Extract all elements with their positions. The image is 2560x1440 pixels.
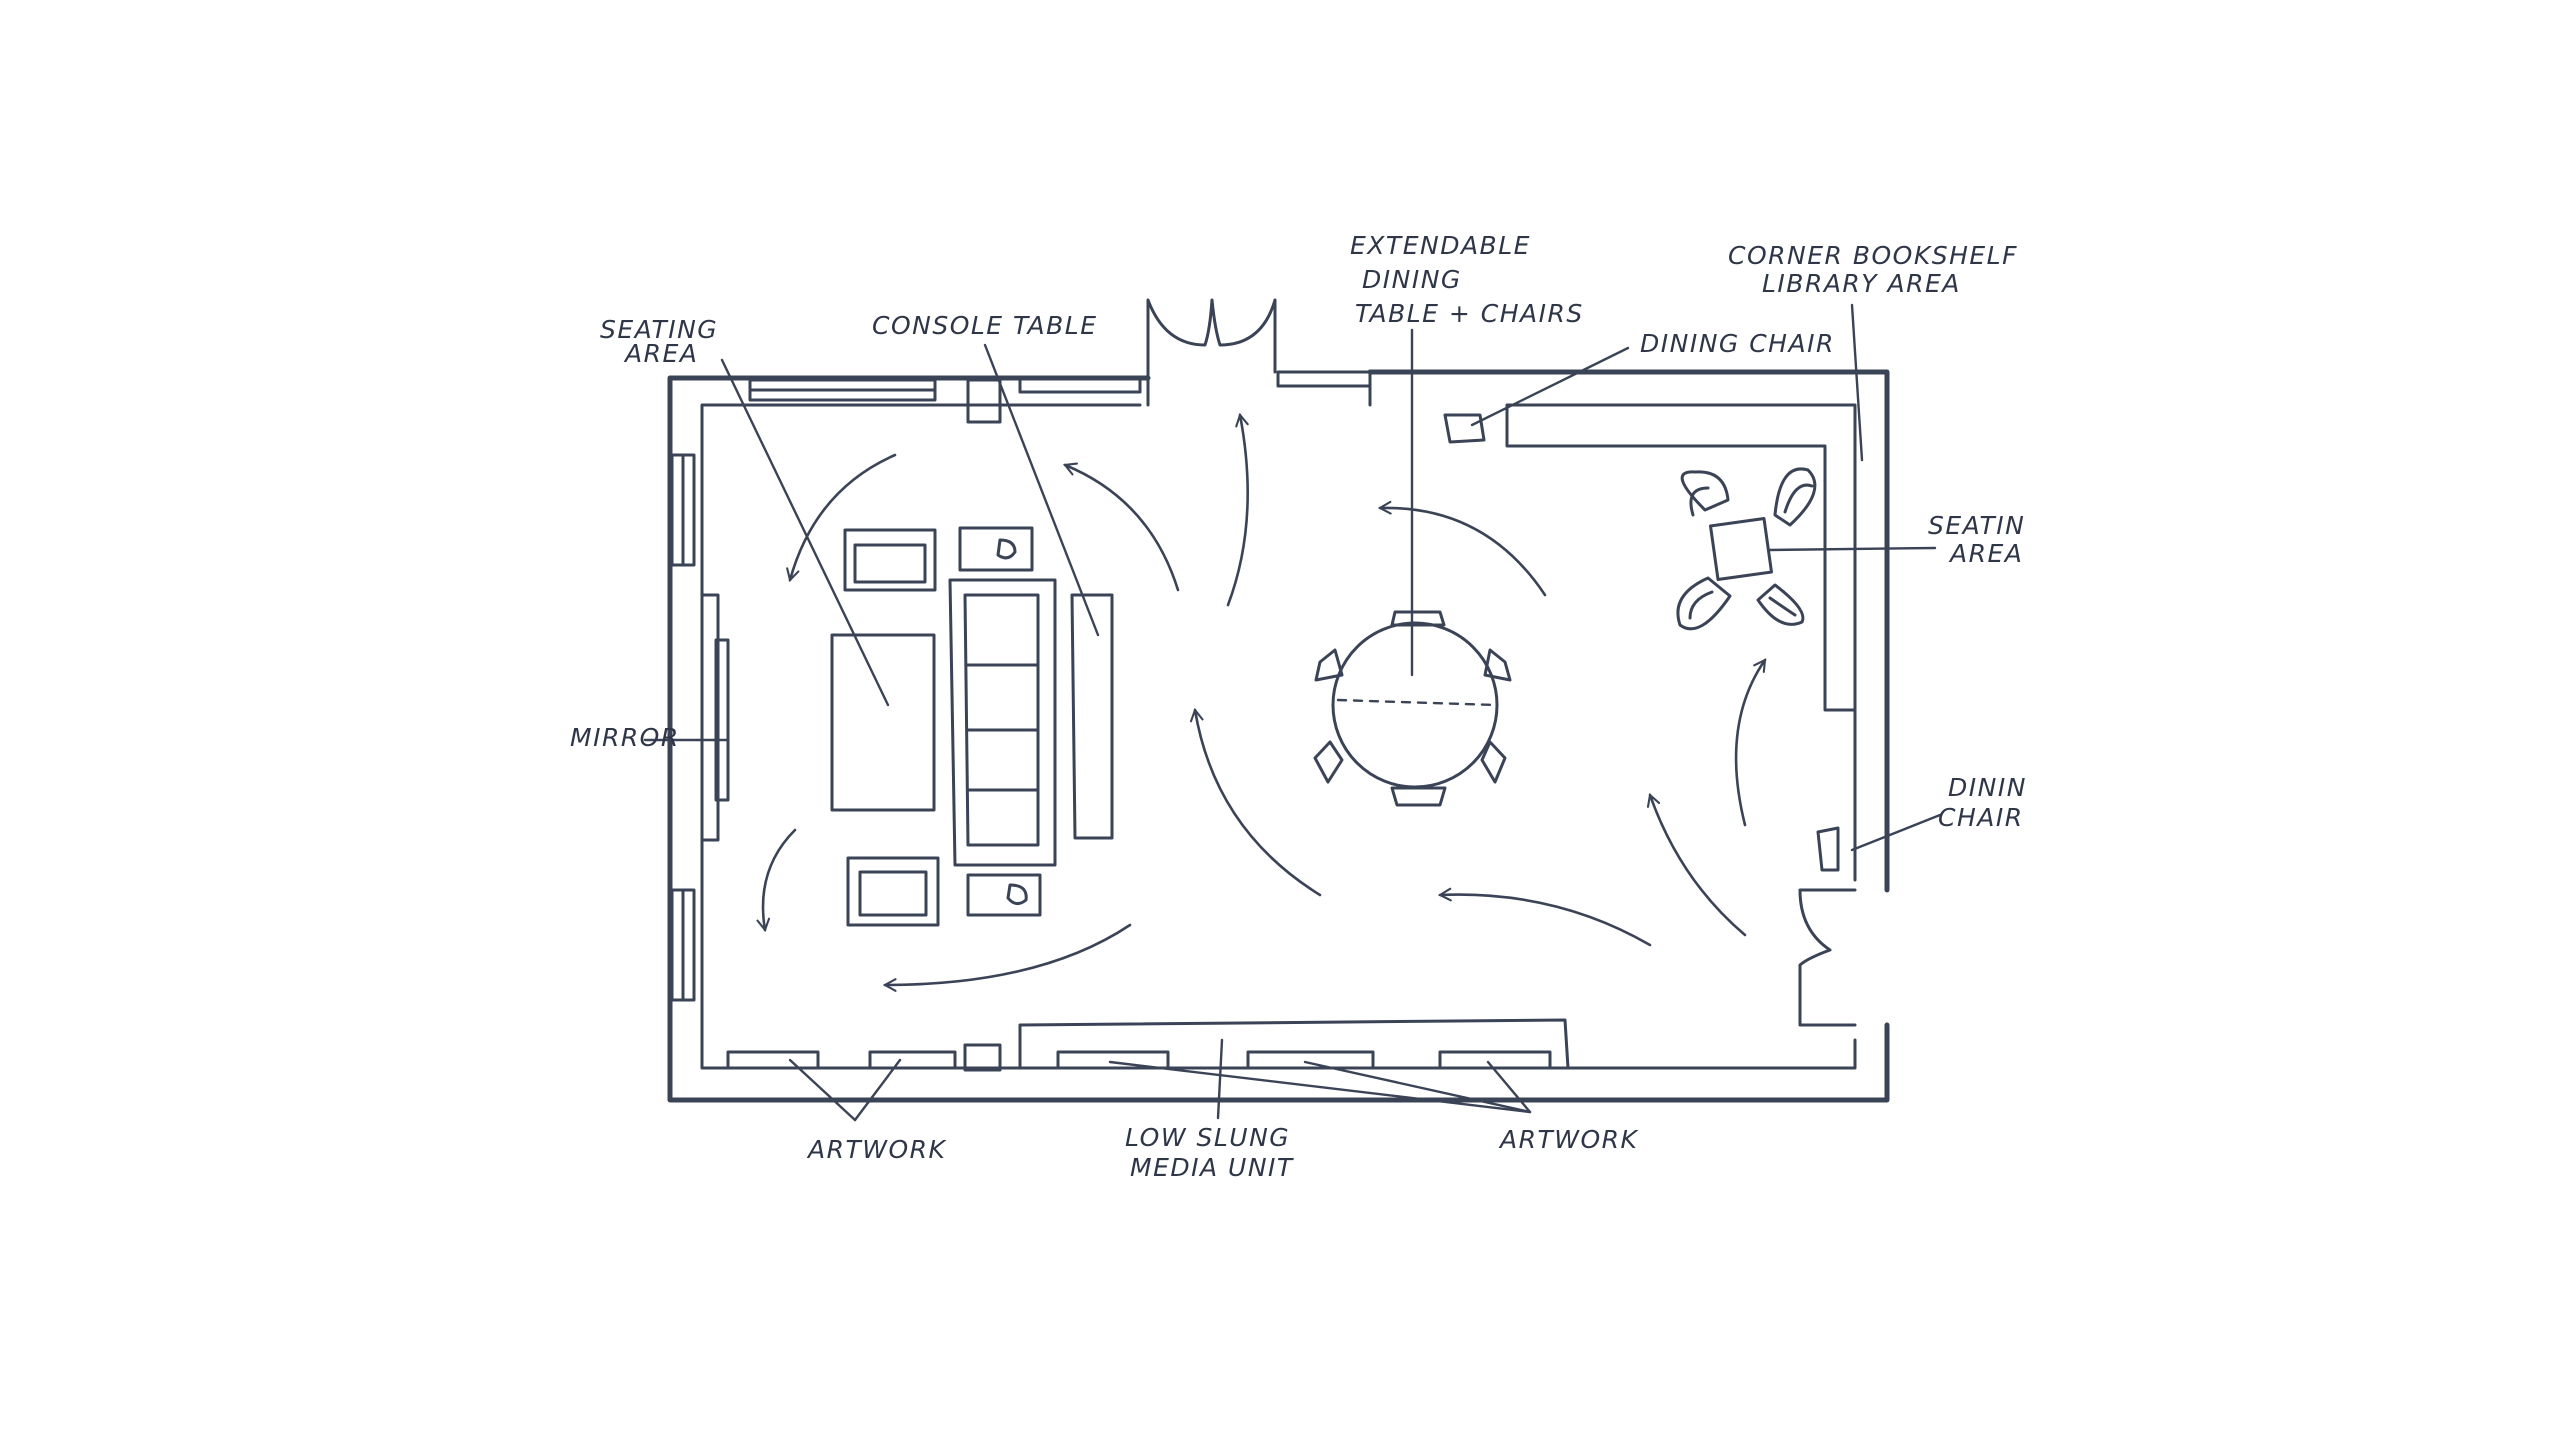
column-bottom bbox=[963, 1043, 1002, 1072]
label-seating-area-right: SEATIN bbox=[1928, 511, 2025, 540]
leader-lines bbox=[643, 303, 1942, 1122]
artwork-panel bbox=[1438, 1050, 1552, 1070]
label-dining-chair-top: DINING CHAIR bbox=[1640, 329, 1835, 358]
side-table-bottom bbox=[966, 873, 1042, 917]
label-artwork-left: ARTWORK bbox=[806, 1135, 948, 1164]
coffee-table bbox=[830, 633, 936, 812]
sofa bbox=[948, 578, 1057, 867]
window-top-right bbox=[1276, 370, 1372, 388]
dining-chair bbox=[1313, 740, 1344, 784]
label-seating-area-left: SEATING bbox=[600, 315, 718, 344]
wall-return-top bbox=[1146, 370, 1372, 407]
console-table bbox=[1070, 593, 1114, 840]
walls bbox=[667, 369, 1890, 1103]
window-top-middle bbox=[1018, 376, 1142, 394]
armchair-top bbox=[843, 528, 937, 592]
label-dining-chair-right: CHAIR bbox=[1938, 803, 2024, 832]
column-top bbox=[966, 378, 1002, 424]
library-chair bbox=[1773, 467, 1817, 527]
artwork-panel bbox=[1246, 1050, 1375, 1070]
dining-furniture bbox=[1313, 413, 1840, 872]
artwork-panel bbox=[726, 1050, 820, 1070]
label-seating-area-right: AREA bbox=[1948, 539, 2023, 568]
armchair-bottom bbox=[846, 856, 940, 927]
outer-wall bbox=[667, 369, 1890, 1103]
label-corner-bookshelf: CORNER BOOKSHELF bbox=[1728, 241, 2018, 270]
dining-chair bbox=[1314, 648, 1344, 682]
double-door-right bbox=[1798, 888, 1857, 1027]
dining-chair bbox=[1483, 648, 1512, 682]
mirror-panel bbox=[714, 638, 730, 802]
annotations: SEATING AREA CONSOLE TABLE EXTENDABLE DI… bbox=[570, 231, 2027, 1182]
library-chair bbox=[1756, 583, 1805, 626]
label-console-table: CONSOLE TABLE bbox=[872, 311, 1098, 340]
artwork-panel bbox=[868, 1050, 957, 1070]
label-media-unit: LOW SLUNG bbox=[1125, 1123, 1290, 1152]
double-door-top bbox=[1146, 298, 1277, 380]
label-corner-bookshelf: LIBRARY AREA bbox=[1762, 269, 1961, 298]
library-chair bbox=[1676, 576, 1732, 631]
media-wall bbox=[726, 1018, 1570, 1070]
living-furniture bbox=[830, 526, 1114, 927]
circulation-arrows bbox=[756, 412, 1767, 992]
dining-chair bbox=[1390, 786, 1447, 807]
label-seating-area-left: AREA bbox=[623, 339, 698, 368]
dining-chair-top-corner bbox=[1443, 413, 1486, 444]
side-table-top bbox=[958, 526, 1034, 572]
artwork-panel bbox=[1056, 1050, 1170, 1070]
library-chair bbox=[1680, 470, 1730, 517]
label-artwork-right: ARTWORK bbox=[1498, 1125, 1640, 1154]
library-seating bbox=[1676, 467, 1817, 631]
inner-wall bbox=[700, 403, 1857, 1070]
wall-niche-left bbox=[700, 593, 720, 842]
dining-chair bbox=[1390, 610, 1446, 627]
label-dining-chair-right: DININ bbox=[1948, 773, 2027, 802]
label-media-unit: MEDIA UNIT bbox=[1130, 1153, 1294, 1182]
windows bbox=[670, 370, 1372, 1072]
media-unit bbox=[1018, 1018, 1570, 1070]
dining-chair bbox=[1480, 740, 1507, 784]
library-table bbox=[1709, 517, 1773, 581]
dining-chair-right bbox=[1816, 826, 1840, 872]
label-mirror: MIRROR bbox=[570, 723, 680, 752]
label-extendable-dining: TABLE + CHAIRS bbox=[1355, 299, 1584, 328]
label-extendable-dining: EXTENDABLE bbox=[1350, 231, 1531, 260]
label-extendable-dining: DINING bbox=[1362, 265, 1462, 294]
doors bbox=[1146, 298, 1857, 1027]
